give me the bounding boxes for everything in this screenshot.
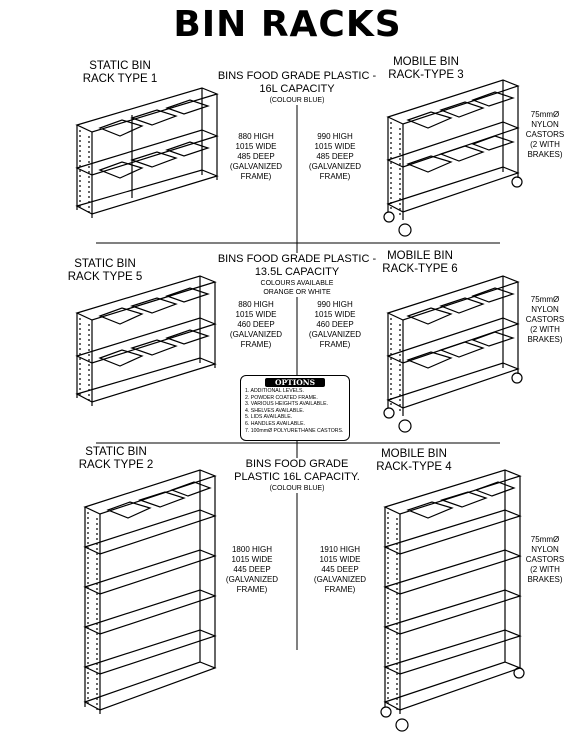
bins-13-5l-label: BINS FOOD GRADE PLASTIC -13.5L CAPACITY … [212,253,382,297]
option-item: 3. VARIOUS HEIGHTS AVAILABLE. [245,401,329,408]
option-item: 5. LIDS AVAILABLE. [245,414,293,421]
rack-type-2-illustration [83,469,217,714]
rack-type-3-illustration [383,79,523,237]
option-item: 4. SHELVES AVAILABLE. [245,407,305,414]
rack-type-5-illustration [75,275,217,406]
bins-16l-label: BINS FOOD GRADE PLASTIC -16L CAPACITY (C… [212,70,382,105]
options-title: OPTIONS [265,378,325,387]
rack-type-4-illustration [380,469,525,732]
option-item: 7. 100mmØ POLYURETHANE CASTORS. [245,427,344,434]
rack-type-6-illustration [383,275,523,433]
page-title: BIN RACKS [173,4,402,45]
rack-type-1-illustration [75,87,219,218]
option-item: 2. POWDER COATED FRAME. [245,394,318,401]
option-item: 6. HANDLES AVAILABLE. [245,420,306,427]
options-list: 1. ADDITIONAL LEVELS. 2. POWDER COATED F… [241,388,349,434]
options-box: OPTIONS 1. ADDITIONAL LEVELS. 2. POWDER … [240,375,350,441]
option-item: 1. ADDITIONAL LEVELS. [245,388,304,394]
